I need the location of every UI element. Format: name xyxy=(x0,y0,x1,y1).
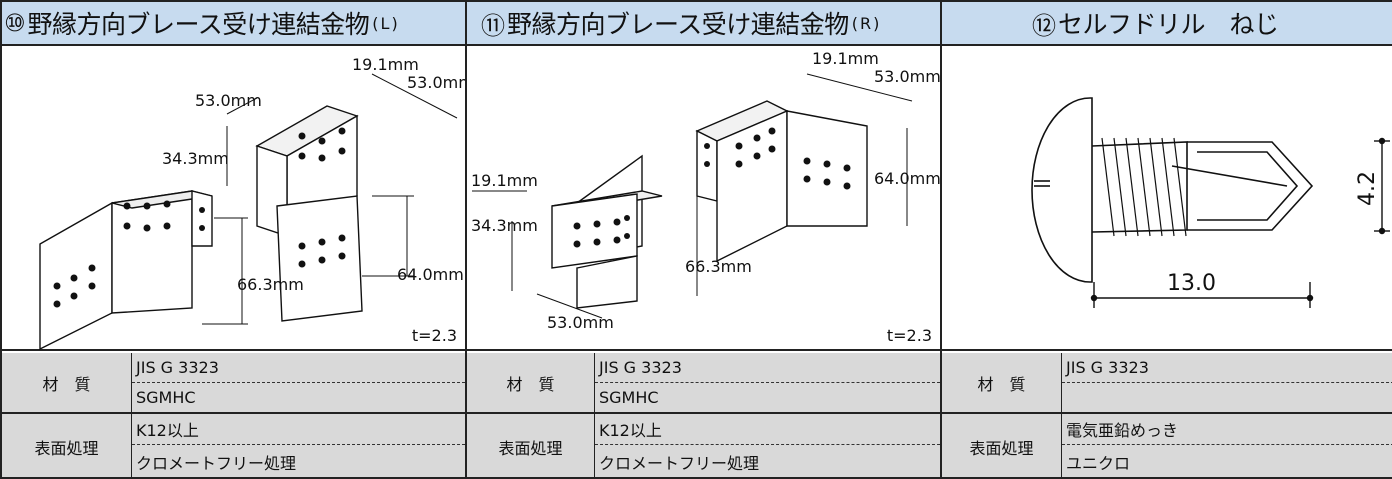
surface-value-2: クロメートフリー処理 xyxy=(595,445,940,479)
material-label: 材 質 xyxy=(942,353,1062,412)
panel-screw: ⑫ セルフドリル ねじ xyxy=(940,0,1392,479)
panel-number: ⑫ xyxy=(1032,11,1056,40)
bracket-l-drawing: 19.1mm 53.0mm 53.0mm 34.3mm 64.0mm 66.3m… xyxy=(39,55,465,351)
figure-area: 19.1mm 53.0mm 53.0mm 34.3mm 64.0mm 66.3m… xyxy=(2,46,465,351)
dim-53-0-left: 53.0mm xyxy=(195,91,262,110)
panel-header: ⑫ セルフドリル ねじ xyxy=(942,0,1392,46)
panel-title: 野縁方向ブレース受け連結金物 xyxy=(507,10,849,39)
dim-34-3: 34.3mm xyxy=(471,216,538,235)
figure-area: 19.1mm 53.0mm 19.1mm 34.3mm 64.0mm 66.3m… xyxy=(467,46,940,351)
thickness-label: t=2.3 xyxy=(411,326,457,345)
material-label: 材 質 xyxy=(2,353,132,412)
dim-53-0-right: 53.0mm xyxy=(407,73,465,92)
panel-brace-r: ⑪ 野縁方向ブレース受け連結金物 (R) xyxy=(465,0,940,479)
dim-length: 13.0 xyxy=(1167,271,1216,296)
panel-brace-l: ⑩ 野縁方向ブレース受け連結金物 (L) xyxy=(0,0,465,479)
dim-34-3: 34.3mm xyxy=(162,149,229,168)
surface-value-1: K12以上 xyxy=(132,414,465,445)
surface-value-1: K12以上 xyxy=(595,414,940,445)
panel-header: ⑩ 野縁方向ブレース受け連結金物 (L) xyxy=(2,0,465,46)
material-value-1: JIS G 3323 xyxy=(1062,353,1392,383)
dim-diameter: 4.2 xyxy=(1355,171,1380,206)
dim-64-0: 64.0mm xyxy=(397,265,464,284)
screw-drawing: 13.0 4.2 xyxy=(1031,97,1390,308)
material-value-1: JIS G 3323 xyxy=(595,353,940,383)
bracket-r-drawing: 19.1mm 53.0mm 19.1mm 34.3mm 64.0mm 66.3m… xyxy=(471,49,940,332)
panel-header: ⑪ 野縁方向ブレース受け連結金物 (R) xyxy=(467,0,940,46)
dim-53-0-bottom: 53.0mm xyxy=(547,313,614,332)
material-value-1: JIS G 3323 xyxy=(132,353,465,383)
dim-64-0: 64.0mm xyxy=(874,169,940,188)
figure-area: 13.0 4.2 xyxy=(942,46,1392,351)
panel-suffix: (R) xyxy=(851,13,882,33)
thickness-label: t=2.3 xyxy=(886,326,932,345)
dim-19-1-top: 19.1mm xyxy=(812,49,879,68)
material-label: 材 質 xyxy=(467,353,595,412)
dim-19-1: 19.1mm xyxy=(352,55,419,74)
surface-label: 表面処理 xyxy=(467,414,595,479)
dim-19-1-left: 19.1mm xyxy=(471,171,538,190)
panel-number: ⑪ xyxy=(481,11,505,40)
dim-66-3: 66.3mm xyxy=(685,257,752,276)
surface-label: 表面処理 xyxy=(942,414,1062,479)
material-value-2: SGMHC xyxy=(132,383,465,412)
material-value-2: SGMHC xyxy=(595,383,940,412)
material-value-2 xyxy=(1062,383,1392,412)
dim-53-0-top: 53.0mm xyxy=(874,67,940,86)
surface-value-1: 電気亜鉛めっき xyxy=(1062,414,1392,445)
panel-number: ⑩ xyxy=(4,9,26,37)
dim-66-3: 66.3mm xyxy=(237,275,304,294)
surface-value-2: ユニクロ xyxy=(1062,445,1392,479)
panel-title: 野縁方向ブレース受け連結金物 xyxy=(27,10,370,39)
surface-label: 表面処理 xyxy=(2,414,132,479)
surface-value-2: クロメートフリー処理 xyxy=(132,445,465,479)
panel-suffix: (L) xyxy=(372,13,400,33)
panel-title: セルフドリル ねじ xyxy=(1058,10,1279,39)
